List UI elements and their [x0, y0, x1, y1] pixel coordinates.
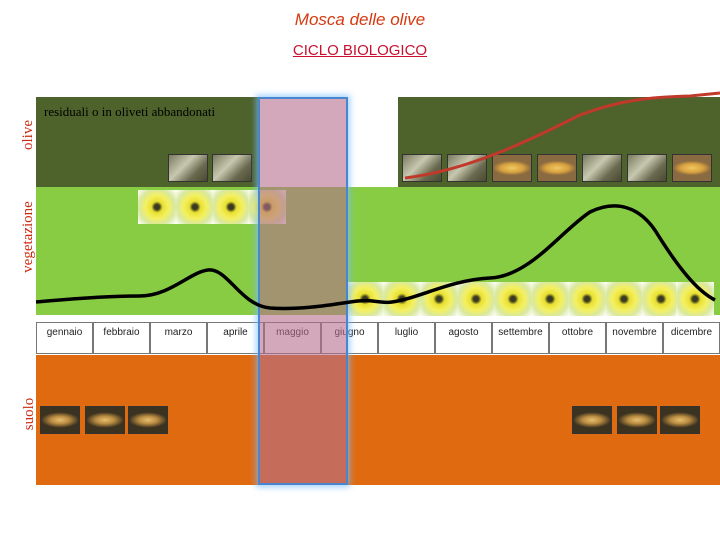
pupa-image — [128, 406, 168, 434]
pupa-image — [40, 406, 80, 434]
diagram-subtitle: CICLO BIOLOGICO — [292, 42, 428, 59]
pupa-image — [85, 406, 125, 434]
pupa-image — [660, 406, 700, 434]
adult-fly-image — [642, 282, 680, 316]
month-novembre: novembre — [606, 322, 663, 354]
olive-infestation-curve — [404, 91, 720, 180]
month-settembre: settembre — [492, 322, 549, 354]
month-aprile: aprile — [207, 322, 264, 354]
adult-fly-image — [212, 190, 250, 224]
adult-fly-image — [531, 282, 569, 316]
adult-fly-image — [176, 190, 214, 224]
pupa-image — [572, 406, 612, 434]
adult-fly-image — [494, 282, 532, 316]
adult-fly-image — [138, 190, 176, 224]
infested-olive-image — [212, 154, 252, 182]
infested-olive-image — [168, 154, 208, 182]
adult-fly-image — [605, 282, 643, 316]
infested-olive-image — [627, 154, 667, 182]
infested-olive-image — [582, 154, 622, 182]
adult-fly-image — [457, 282, 495, 316]
infested-olive-image — [537, 154, 577, 182]
month-gennaio: gennaio — [36, 322, 93, 354]
pupa-image — [617, 406, 657, 434]
infested-olive-image — [492, 154, 532, 182]
month-marzo: marzo — [150, 322, 207, 354]
month-luglio: luglio — [378, 322, 435, 354]
adult-fly-image — [568, 282, 606, 316]
adult-fly-image — [676, 282, 714, 316]
vegetation-flight-curve — [35, 204, 716, 311]
month-dicembre: dicembre — [663, 322, 720, 354]
month-febbraio: febbraio — [93, 322, 150, 354]
highlight-period — [258, 97, 348, 485]
residual-note: residuali o in oliveti abbandonati — [44, 104, 216, 119]
month-agosto: agosto — [435, 322, 492, 354]
diagram-title: Mosca delle olive — [294, 10, 426, 29]
month-ottobre: ottobre — [549, 322, 606, 354]
infested-olive-image — [672, 154, 712, 182]
